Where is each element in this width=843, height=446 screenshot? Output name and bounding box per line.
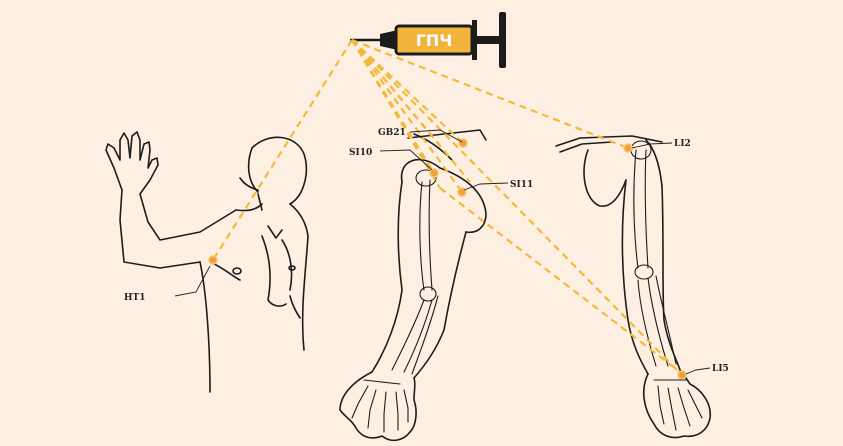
injection-lines <box>213 40 682 375</box>
label-li2: LI2 <box>674 139 691 149</box>
point-ht1 <box>209 256 217 264</box>
point-li5 <box>678 371 686 379</box>
leader-lines <box>175 130 710 374</box>
label-gb21: GB21 <box>378 128 406 138</box>
right-arm-figure <box>556 136 710 438</box>
syringe-label: ГПЧ <box>416 31 453 50</box>
middle-arm-figure <box>340 130 486 440</box>
label-si11: SI11 <box>510 180 533 190</box>
acupoints <box>209 139 686 379</box>
label-si10: SI10 <box>349 148 372 158</box>
label-ht1: HT1 <box>124 293 145 303</box>
point-gb21 <box>459 139 467 147</box>
label-li5: LI5 <box>712 364 729 374</box>
line-to-ht1 <box>213 40 352 260</box>
torso-figure <box>106 132 308 392</box>
point-li2 <box>624 144 632 152</box>
point-si10 <box>430 169 438 177</box>
line-to-li5 <box>352 40 682 375</box>
line-to-si11 <box>352 40 462 192</box>
point-si11 <box>458 188 466 196</box>
